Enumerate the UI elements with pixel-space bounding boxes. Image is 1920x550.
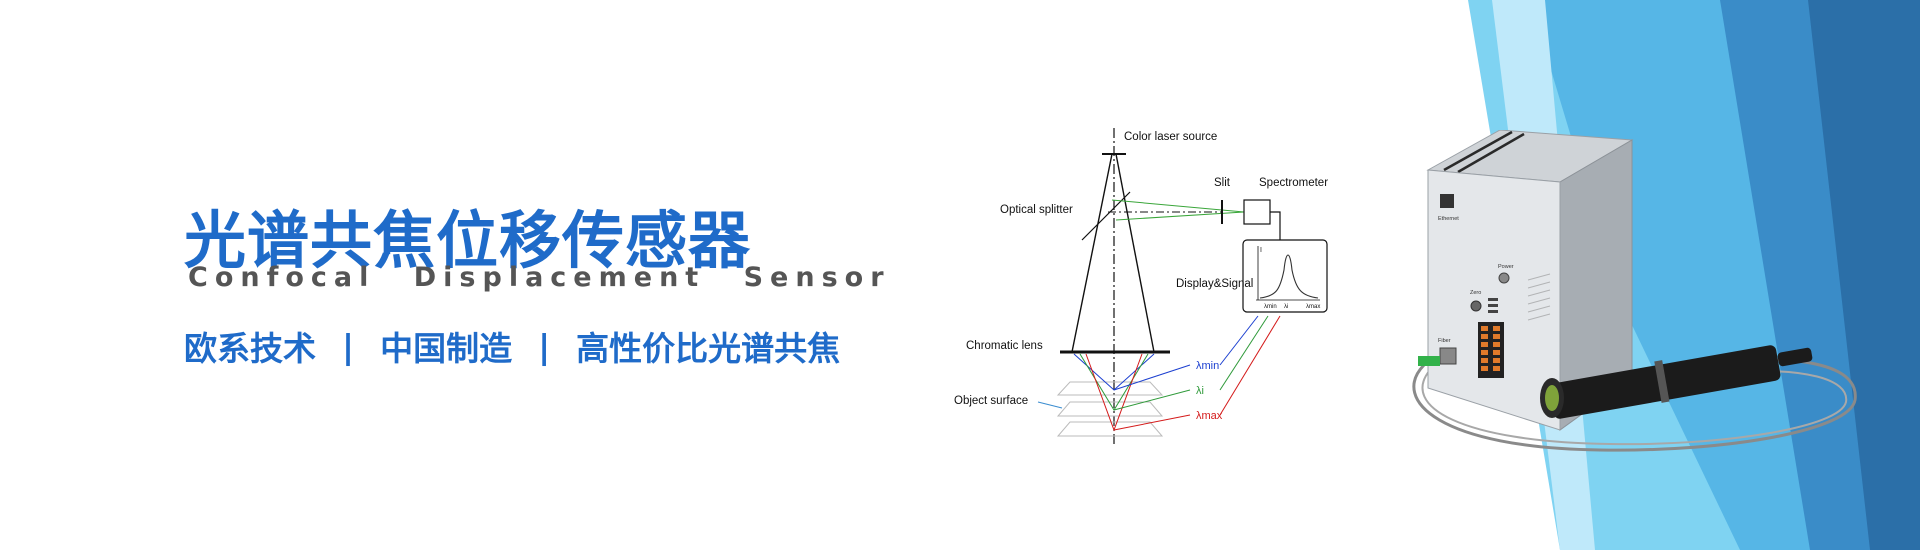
label-spectrometer: Spectrometer (1259, 177, 1328, 189)
ray-red-out (1113, 414, 1191, 431)
green-beam-1 (1111, 199, 1245, 213)
bg-shape-dark (1808, 0, 1920, 550)
slogan-item: 中国制造 (380, 329, 513, 368)
terminal-pins (1481, 326, 1500, 371)
graph-peak (1259, 254, 1319, 299)
device-top-groove (1443, 130, 1513, 172)
power-icon (1498, 272, 1510, 284)
label-splitter: Optical splitter (1000, 204, 1073, 216)
slogan-item: 高性价比光谱共焦 (576, 329, 841, 368)
spectrometer-box (1243, 199, 1271, 225)
device-grille (1527, 273, 1551, 321)
fiber-plug-icon (1418, 356, 1440, 366)
page-title: 光谱共焦位移传感器 (184, 204, 752, 277)
ray-blue-back (1219, 315, 1259, 366)
slogan: 欧系技术 | 中国制造 | 高性价比光谱共焦 (184, 322, 840, 370)
label-surface: Object surface (954, 395, 1028, 407)
slogan-separator: | (538, 326, 551, 366)
ray-green-back (1219, 315, 1269, 391)
surface-pointer (1037, 401, 1063, 409)
fiber-cable-2 (1421, 369, 1848, 446)
graph-x-label: λmin (1264, 304, 1277, 310)
lambda-i-label: λi (1196, 385, 1204, 397)
surface-plane (1056, 421, 1164, 437)
indicator-bars (1488, 298, 1498, 301)
slogan-item: 欧系技术 (184, 329, 316, 368)
surface-plane (1056, 381, 1164, 396)
green-beam-2 (1115, 211, 1245, 221)
indicator-bars (1488, 304, 1498, 307)
indicator-bars (1488, 310, 1498, 313)
page-subtitle: Confocal Displacement Sensor (188, 262, 891, 293)
label-display: Display&Signal (1176, 278, 1253, 290)
splitter-mirror (1081, 191, 1131, 241)
spectrometer-link (1270, 211, 1281, 240)
ray-green-out (1113, 389, 1191, 411)
confocal-diagram: I λmin λi λmax λmin λi λmax Color laser … (954, 128, 1328, 445)
fiber-connector-icon (1439, 347, 1457, 365)
ethernet-label: Ethernet (1438, 216, 1459, 222)
ethernet-port-icon (1440, 194, 1454, 208)
graph-y-label: I (1260, 247, 1262, 254)
graph-x-label: λi (1284, 304, 1288, 310)
ray-red-back (1219, 315, 1281, 416)
surface-plane (1056, 401, 1164, 417)
fiber-label: Fiber (1438, 338, 1451, 344)
ray-blue-out (1113, 364, 1191, 391)
lambda-max-label: λmax (1196, 410, 1223, 422)
power-label: Power (1498, 264, 1514, 270)
device-top-groove (1457, 132, 1525, 174)
cone-right (1115, 153, 1155, 353)
device-image: Ethernet Power Zero Fiber (1412, 130, 1857, 452)
label-source: Color laser source (1124, 131, 1217, 143)
cone-left (1071, 153, 1113, 353)
display-box (1242, 239, 1328, 313)
lambda-min-label: λmin (1196, 360, 1219, 372)
graph-x-label: λmax (1306, 304, 1320, 310)
label-slit: Slit (1214, 177, 1231, 189)
slogan-separator: | (342, 326, 355, 366)
label-lens: Chromatic lens (966, 340, 1043, 352)
fiber-cable (1412, 358, 1857, 452)
zero-button-icon (1470, 300, 1482, 312)
zero-label: Zero (1470, 290, 1481, 296)
probe-icon (1540, 345, 1813, 419)
